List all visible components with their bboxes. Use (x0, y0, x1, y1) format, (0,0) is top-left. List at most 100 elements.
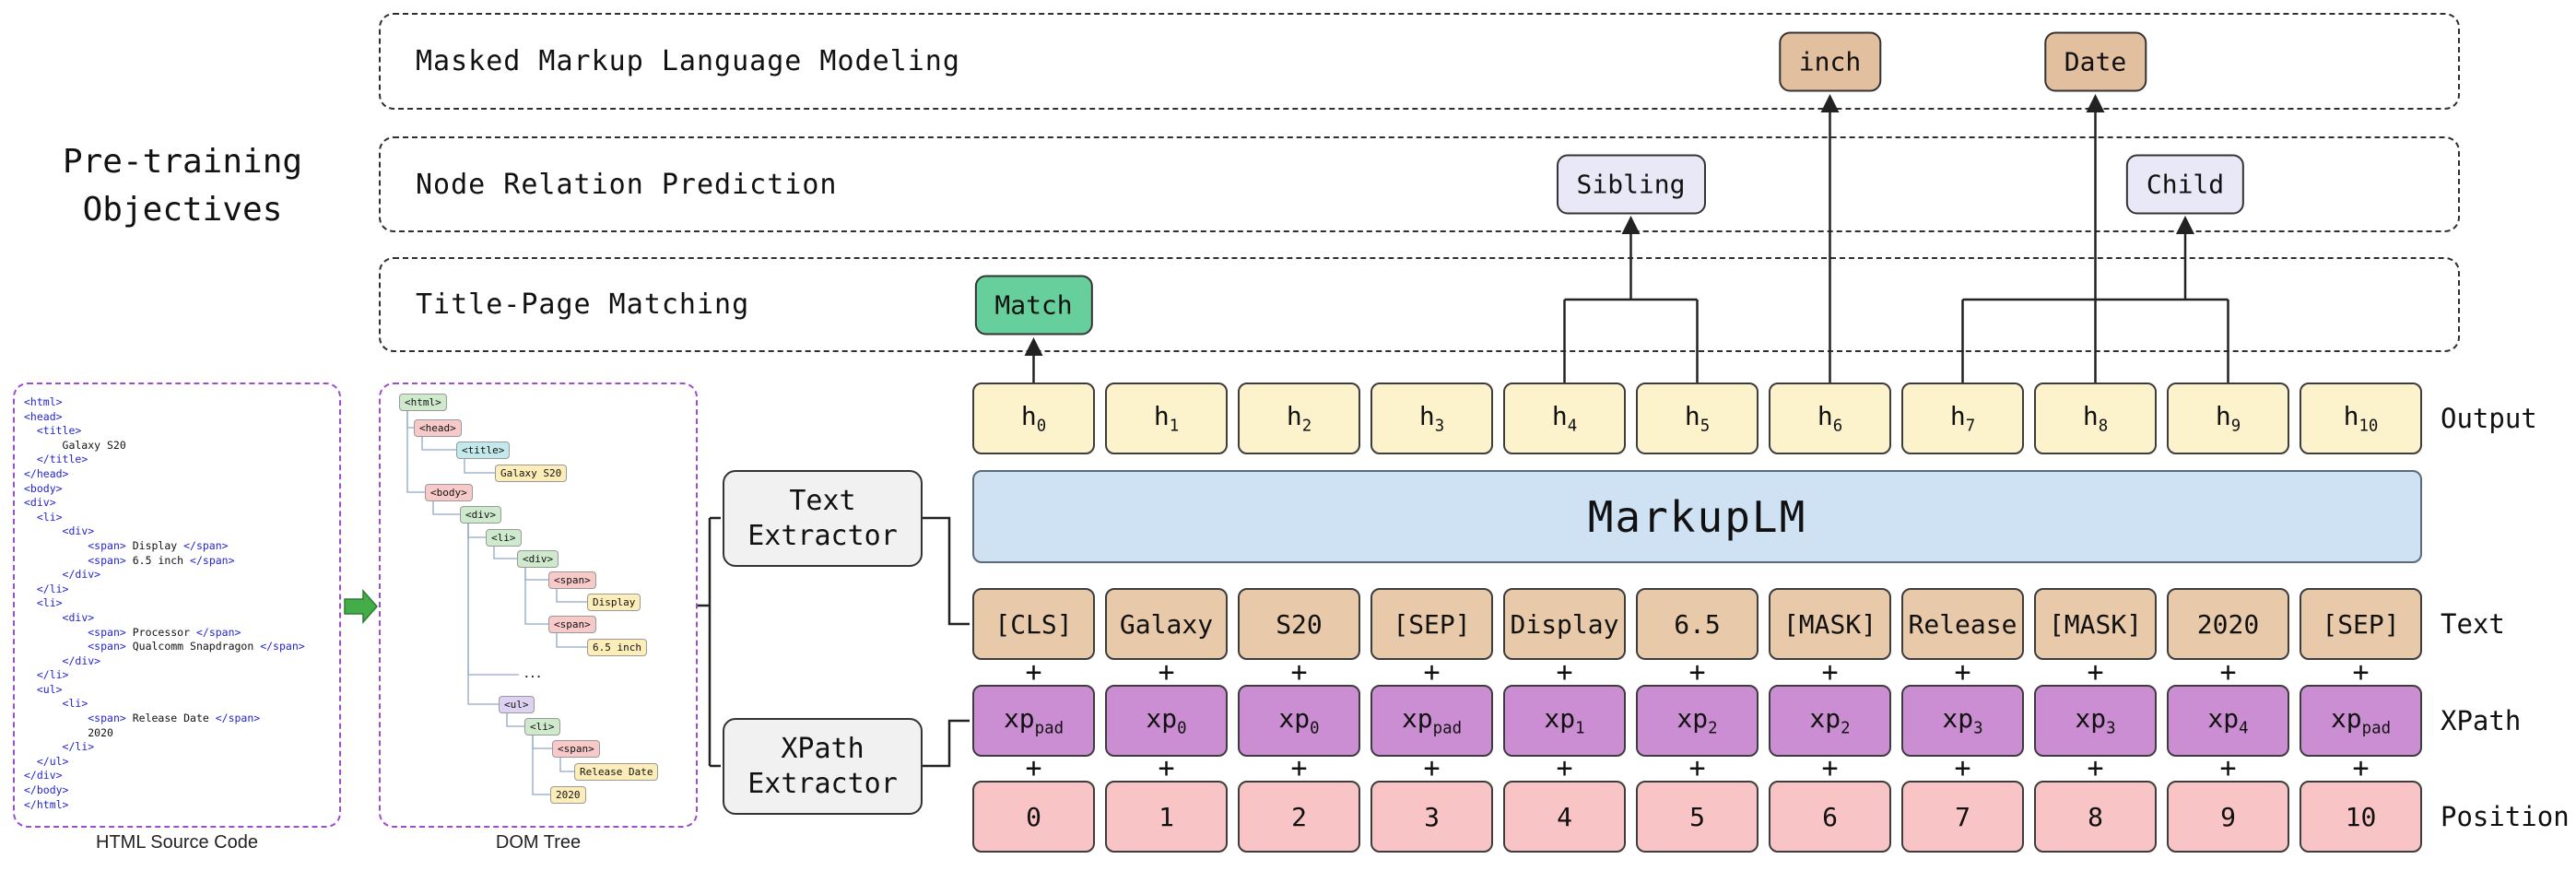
position-token-3: 3 (1370, 781, 1493, 853)
xpath-extractor-label-line2: Extractor (747, 767, 898, 800)
code-line: </div> (24, 769, 63, 783)
text-extractor-label-line2: Extractor (747, 519, 898, 552)
code-line: </title> (36, 453, 88, 466)
code-line: <span> Qualcomm Snapdragon </span> (88, 640, 305, 653)
plus-row-text-xpath: +++++++++++ (972, 656, 2422, 689)
plus-sign: + (1821, 656, 1839, 689)
dom-tree-edges (406, 410, 587, 795)
code-line: <div> (62, 524, 95, 538)
position-token-9: 9 (2167, 781, 2289, 853)
dom-node-0: <html> (399, 394, 447, 411)
text-token-3: [SEP] (1370, 588, 1493, 660)
code-line: <html> (24, 395, 63, 408)
objective-label-mmlm: Masked Markup Language Modeling (416, 45, 960, 77)
dom-node-3: Galaxy S20 (495, 465, 568, 482)
code-line: <span> 6.5 inch </span> (88, 553, 235, 567)
dom-node-17: 2020 (550, 786, 586, 804)
text-token-7: Release (1901, 588, 2024, 660)
plus-sign: + (2087, 752, 2104, 784)
plus-sign: + (1290, 656, 1308, 689)
xpath-token-8: xp3 (2034, 685, 2157, 757)
text-token-1: Galaxy (1105, 588, 1228, 660)
line-text-extractor-to-text-row (923, 516, 970, 626)
code-line: <li> (36, 596, 63, 610)
prediction-chip-child: Child (2125, 154, 2245, 215)
objective-box-title-page-matching: Title-Page Matching (379, 257, 2460, 352)
code-line: </div> (62, 568, 101, 582)
dom-node-16: Release Date (574, 763, 659, 781)
dom-node-5: <div> (460, 506, 502, 524)
position-token-1: 1 (1105, 781, 1228, 853)
dom-node-13: <ul> (499, 696, 535, 713)
xpath-token-5: xp2 (1636, 685, 1759, 757)
output-token-5: h5 (1636, 383, 1759, 454)
xpath-token-3: xppad (1370, 685, 1493, 757)
plus-sign: + (1556, 656, 1573, 689)
plus-sign: + (1954, 752, 1971, 784)
line-xpath-extractor-to-xpath-row (923, 719, 970, 768)
dom-node-8: <span> (548, 571, 596, 589)
dom-node-1: <head> (414, 419, 462, 437)
dom-node-4: <body> (425, 484, 473, 501)
plus-sign: + (1025, 752, 1042, 784)
xpath-token-6: xp2 (1769, 685, 1891, 757)
code-line: </li> (36, 668, 69, 682)
code-line: </html> (24, 797, 69, 811)
text-token-4: Display (1503, 588, 1626, 660)
output-token-6: h6 (1769, 383, 1891, 454)
xpath-extractor-label-line1: XPath (781, 733, 865, 765)
position-token-6: 6 (1769, 781, 1891, 853)
html-source-panel: <html><head> <title> Galaxy S20 </title>… (13, 383, 341, 828)
text-extractor-box: Text Extractor (723, 470, 923, 567)
text-token-10: [SEP] (2300, 588, 2422, 660)
code-line: <span> Processor </span> (88, 625, 241, 639)
text-row-label: Text (2441, 608, 2505, 640)
plus-sign: + (1025, 656, 1042, 689)
code-line: <li> (62, 697, 88, 711)
output-token-0: h0 (972, 383, 1095, 454)
plus-sign: + (1423, 656, 1441, 689)
dom-tree-panel: <html><head><title>Galaxy S20<body><div>… (379, 383, 698, 828)
position-token-5: 5 (1636, 781, 1759, 853)
text-token-6: [MASK] (1769, 588, 1891, 660)
code-line: 2020 (24, 725, 113, 739)
objective-label-tpm: Title-Page Matching (416, 288, 750, 321)
xpath-token-10: xppad (2300, 685, 2422, 757)
code-line: </li> (62, 740, 95, 754)
position-token-0: 0 (972, 781, 1095, 853)
code-line: <ul> (36, 682, 63, 696)
code-line: <li> (36, 510, 63, 524)
green-arrow-icon (344, 589, 379, 624)
prediction-chip-inch: inch (1778, 31, 1882, 92)
dom-node-7: <div> (517, 550, 559, 568)
dom-node-11: 6.5 inch (587, 639, 647, 656)
objective-box-masked-markup-lm: Masked Markup Language Modeling (379, 13, 2460, 110)
text-extractor-label-line1: Text (789, 485, 856, 517)
text-token-9: 2020 (2167, 588, 2289, 660)
plus-sign: + (1556, 752, 1573, 784)
dom-node-12: ... (523, 668, 542, 680)
position-token-8: 8 (2034, 781, 2157, 853)
plus-sign: + (1158, 656, 1175, 689)
output-token-3: h3 (1370, 383, 1493, 454)
dom-node-10: <span> (548, 616, 596, 633)
plus-sign: + (1821, 752, 1839, 784)
dom-panel-caption: DOM Tree (495, 832, 582, 853)
code-line: </head> (24, 466, 69, 480)
text-token-8: [MASK] (2034, 588, 2157, 660)
output-token-1: h1 (1105, 383, 1228, 454)
position-token-7: 7 (1901, 781, 2024, 853)
output-token-9: h9 (2167, 383, 2289, 454)
code-line: <div> (24, 496, 56, 510)
xpath-token-7: xp3 (1901, 685, 2024, 757)
plus-sign: + (2219, 752, 2237, 784)
text-token-0: [CLS] (972, 588, 1095, 660)
code-line: </div> (62, 653, 101, 667)
xpath-token-1: xp0 (1105, 685, 1228, 757)
plus-sign: + (2352, 752, 2370, 784)
dom-node-6: <li> (486, 529, 522, 547)
heading-line-1: Pre-training (62, 143, 303, 181)
plus-sign: + (2219, 656, 2237, 689)
